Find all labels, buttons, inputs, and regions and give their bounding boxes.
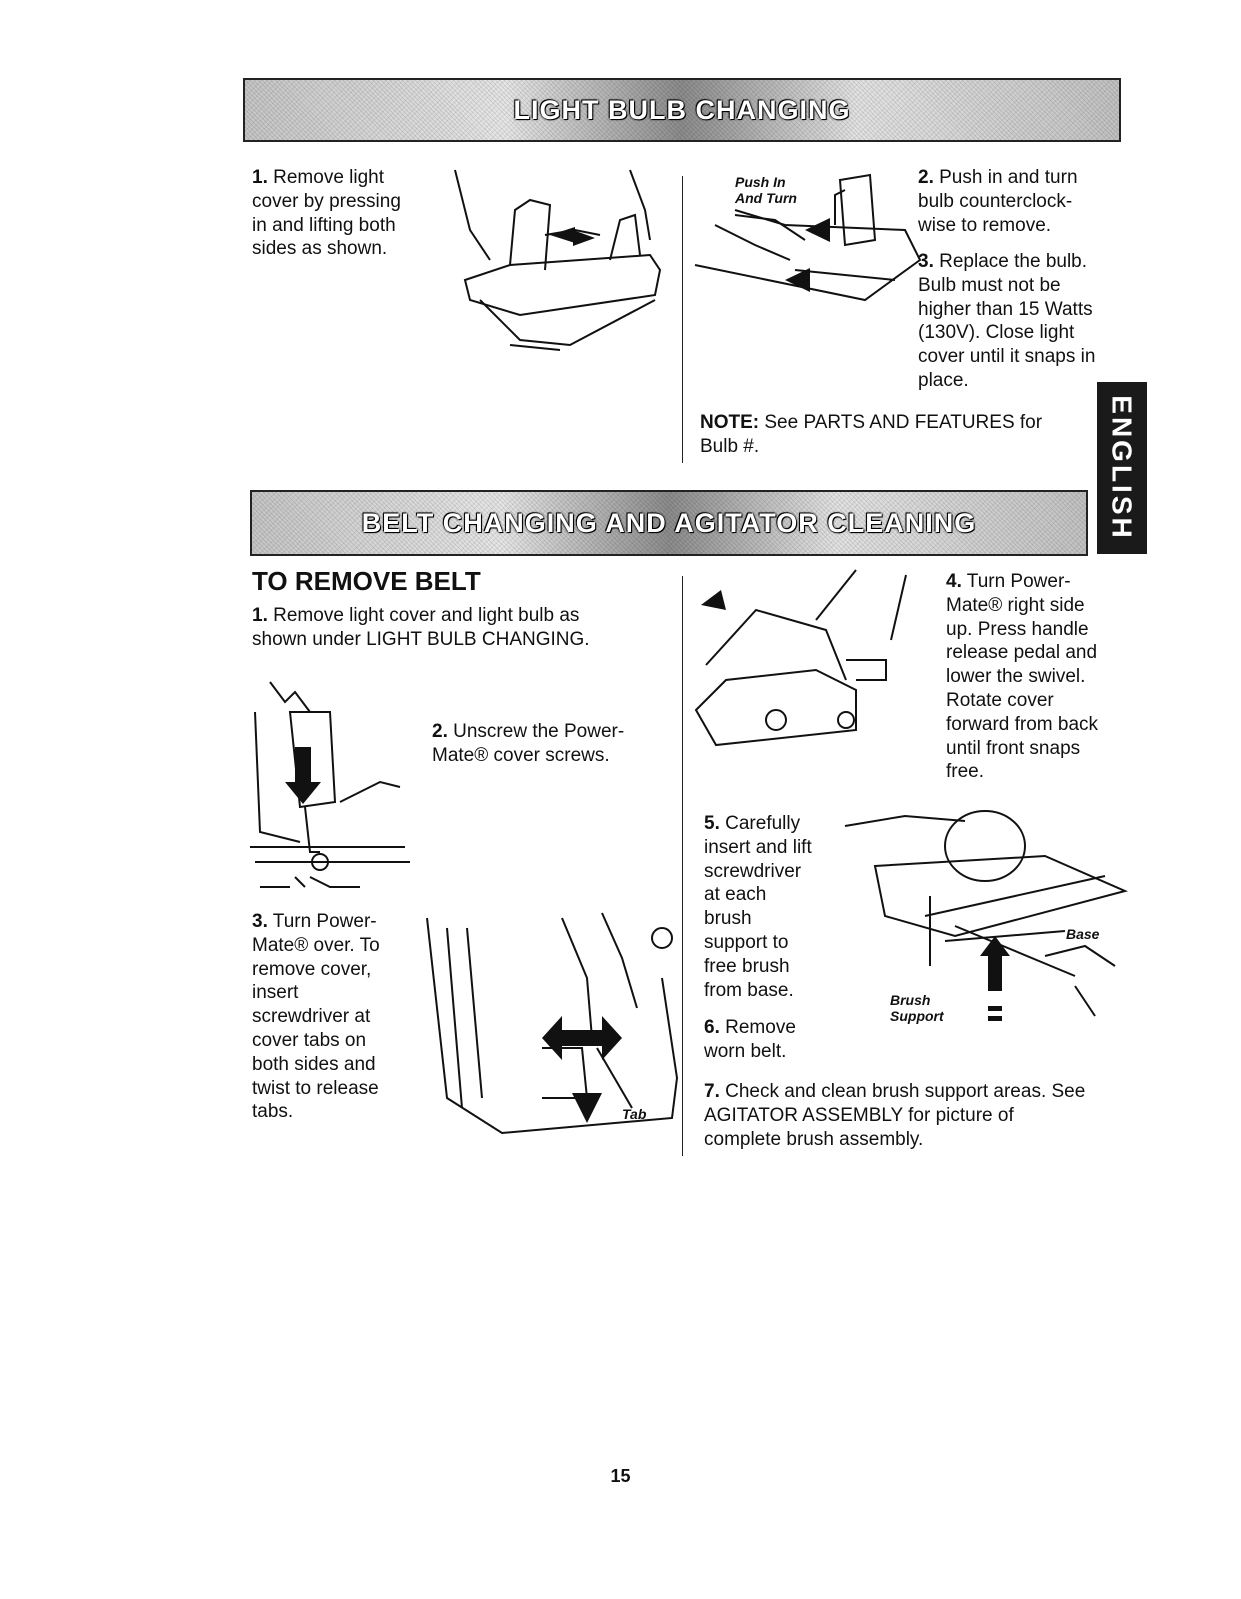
- belt-banner-title: BELT CHANGING AND AGITATOR CLEANING: [361, 507, 977, 538]
- belt-step-4: 4. Turn Power- Mate® right side up. Pres…: [946, 570, 1126, 784]
- belt-step-1: 1. Remove light cover and light bulb as …: [252, 604, 672, 652]
- belt-step-2-number: 2.: [432, 721, 448, 742]
- unscrew-cover-screws-illustration: [250, 681, 410, 888]
- belt-step-6-text: Remove worn belt.: [704, 1017, 796, 1062]
- belt-step-3-text: Turn Power- Mate® over. To remove cover,…: [252, 911, 380, 1123]
- column-divider-bottom: [682, 576, 683, 1156]
- belt-step-4-text: Turn Power- Mate® right side up. Press h…: [946, 571, 1099, 783]
- belt-step-5-text: Carefully insert and lift screwdriver at…: [704, 813, 812, 1001]
- light-step-2-text: Push in and turn bulb counterclock- wise…: [918, 167, 1078, 236]
- column-divider-top: [682, 176, 683, 463]
- belt-step-5-number: 5.: [704, 813, 720, 834]
- light-step-2-number: 2.: [918, 167, 934, 188]
- brush-support-label: Brush Support: [890, 992, 944, 1024]
- belt-step-3: 3. Turn Power- Mate® over. To remove cov…: [252, 910, 422, 1124]
- tab-label: Tab: [622, 1106, 647, 1122]
- belt-step-3-number: 3.: [252, 911, 268, 932]
- cover-tabs-illustration: [426, 912, 679, 1135]
- belt-step-7-text: Check and clean brush support areas. See…: [704, 1081, 1086, 1150]
- light-step-1-text: Remove light cover by pressing in and li…: [252, 167, 401, 260]
- belt-step-6: 6. Remove worn belt.: [704, 1016, 854, 1064]
- push-in-turn-label: Push In And Turn: [735, 174, 797, 206]
- belt-step-2-text: Unscrew the Power- Mate® cover screws.: [432, 721, 625, 766]
- light-step-3-number: 3.: [918, 251, 934, 272]
- base-label: Base: [1066, 926, 1100, 942]
- page-number: 15: [610, 1466, 631, 1486]
- belt-step-7: 7. Check and clean brush support areas. …: [704, 1080, 1124, 1151]
- language-side-tab: ENGLISH: [1097, 382, 1147, 554]
- belt-step-2: 2. Unscrew the Power- Mate® cover screws…: [432, 720, 672, 768]
- language-side-tab-label: ENGLISH: [1107, 395, 1138, 541]
- belt-step-5: 5. Carefully insert and lift screwdriver…: [704, 812, 854, 1002]
- light-step-1-number: 1.: [252, 167, 268, 188]
- belt-step-4-number: 4.: [946, 571, 962, 592]
- push-turn-bulb-illustration: [694, 173, 922, 302]
- remove-belt-heading: TO REMOVE BELT: [252, 566, 481, 596]
- brush-support-illustration: [844, 810, 1129, 1021]
- bulb-note-text: See PARTS AND FEATURES for Bulb #.: [700, 412, 1043, 457]
- belt-step-7-number: 7.: [704, 1081, 720, 1102]
- light-bulb-banner: LIGHT BULB CHANGING: [243, 78, 1121, 142]
- bulb-note-label: NOTE:: [700, 412, 760, 433]
- belt-banner: BELT CHANGING AND AGITATOR CLEANING: [250, 490, 1088, 556]
- light-bulb-banner-title: LIGHT BULB CHANGING: [513, 94, 851, 125]
- remove-light-cover-illustration: [454, 169, 662, 351]
- light-step-2: 2. Push in and turn bulb counterclock- w…: [918, 166, 1118, 237]
- belt-step-1-text: Remove light cover and light bulb as sho…: [252, 605, 590, 650]
- light-step-3: 3. Replace the bulb. Bulb must not be hi…: [918, 250, 1118, 393]
- belt-step-6-number: 6.: [704, 1017, 720, 1038]
- bulb-note: NOTE: See PARTS AND FEATURES for Bulb #.: [700, 411, 1090, 459]
- belt-step-1-number: 1.: [252, 605, 268, 626]
- light-step-3-text: Replace the bulb. Bulb must not be highe…: [918, 251, 1096, 391]
- light-step-1: 1. Remove light cover by pressing in and…: [252, 166, 442, 261]
- rotate-cover-illustration: [694, 569, 907, 747]
